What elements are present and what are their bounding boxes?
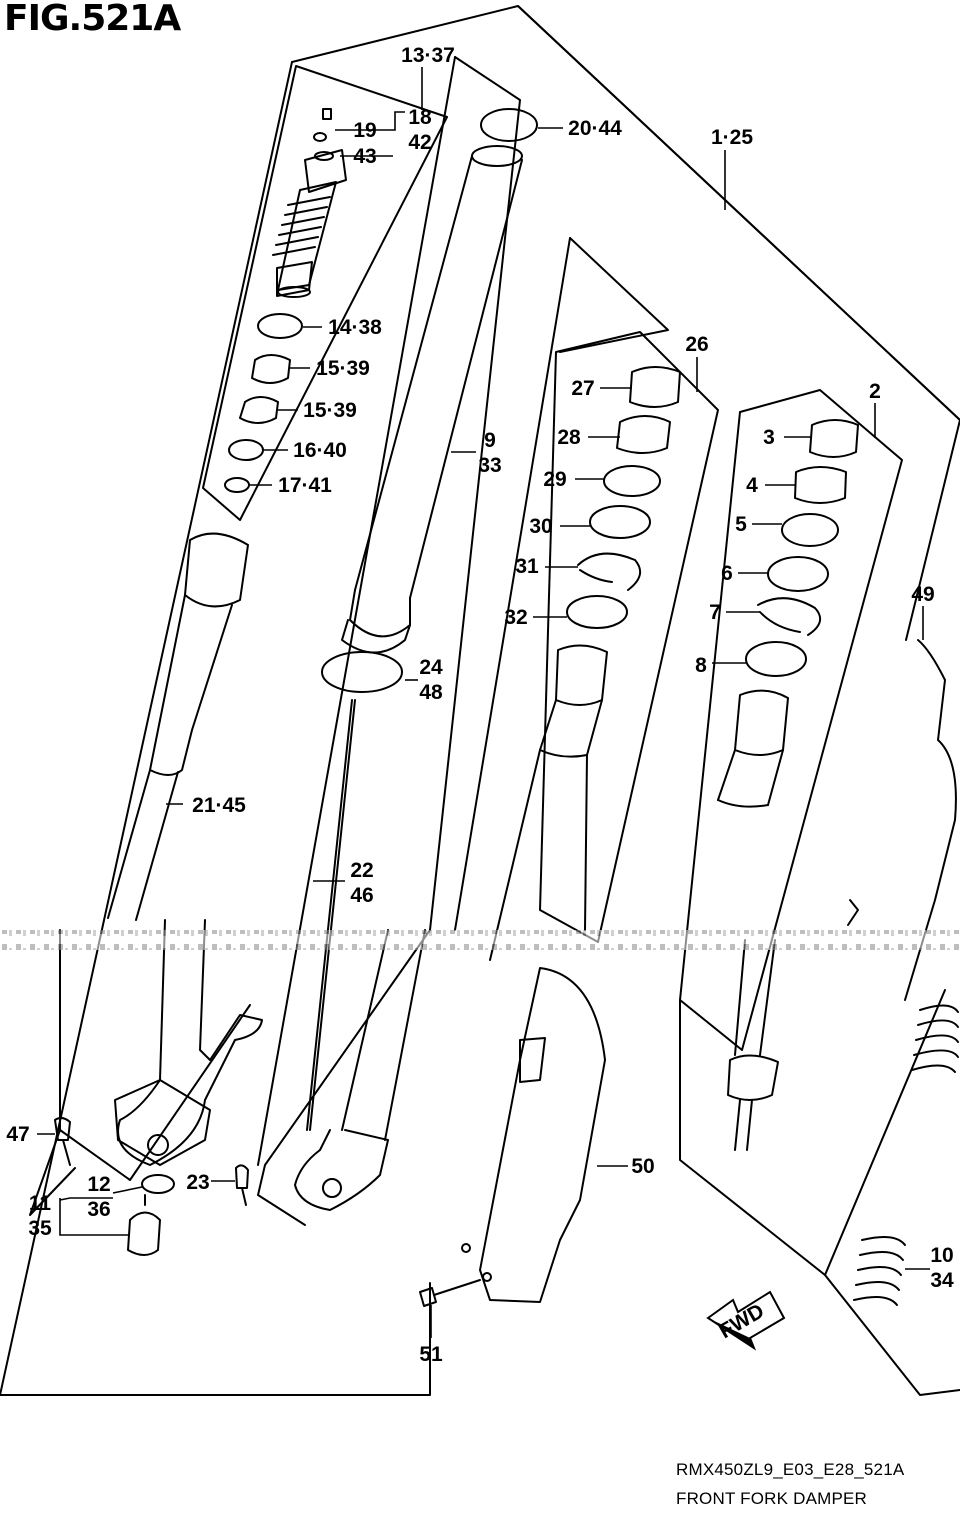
fork-tube-9 (341, 145, 523, 654)
callout-c11-line-1: 35 (28, 1217, 52, 1240)
callout-c5-line-0: 5 (735, 513, 747, 536)
callout-c11-line-0: 11 (29, 1192, 52, 1215)
left-assembly-box (59, 929, 251, 1181)
outer-boundary-top (291, 5, 960, 421)
part-28 (616, 415, 671, 454)
figure-name: FRONT FORK DAMPER (676, 1489, 868, 1508)
bolt-23 (235, 1164, 249, 1206)
callout-c13-line-0: 13·37 (401, 44, 455, 67)
callout-c18-line-1: 42 (408, 131, 431, 154)
callout-c50-line-0: 50 (631, 1155, 654, 1178)
callout-c27-line-0: 27 (571, 377, 594, 400)
box-right-lower (679, 989, 946, 1276)
callout-c22-line-0: 22 (350, 859, 373, 882)
plug-11 (127, 1194, 161, 1256)
callout-c26-line-0: 26 (685, 333, 708, 356)
callout-c4-line-0: 4 (746, 474, 758, 497)
callout-c7-line-0: 7 (709, 601, 721, 624)
washer-12 (141, 1174, 175, 1194)
rod-22 (309, 699, 356, 1131)
callout-c6-line-0: 6 (721, 562, 733, 585)
part-6 (767, 556, 829, 592)
callout-c9-line-1: 33 (478, 454, 501, 477)
damper-tube-21 (107, 532, 263, 1166)
guard-49 (904, 639, 957, 1001)
callout-c14-line-0: 14·38 (328, 316, 382, 339)
ring-20 (480, 108, 538, 142)
part-27 (629, 366, 681, 408)
callout-c19-line-0: 19 (353, 119, 376, 142)
box-middle (559, 237, 669, 353)
callout-c17-line-0: 17·41 (278, 474, 332, 497)
callout-c9-line-0: 9 (484, 429, 496, 452)
damper-right (717, 689, 789, 1151)
callout-c47-line-0: 47 (6, 1123, 29, 1146)
part-4 (794, 466, 847, 504)
callout-c16-line-0: 16·40 (293, 439, 347, 462)
spring-upper (911, 1004, 959, 1073)
callout-c12-line-0: 12 (87, 1173, 110, 1196)
callout-c15b-line-0: 15·39 (303, 399, 357, 422)
callout-c23-line-0: 23 (186, 1171, 209, 1194)
cap-group-box (202, 65, 448, 521)
box-2 (679, 389, 903, 1051)
ring-16 (228, 439, 264, 461)
part-3 (809, 419, 859, 458)
part-32 (566, 595, 628, 629)
callout-c24-line-1: 48 (419, 681, 443, 704)
part-30 (589, 505, 651, 539)
outer-boundary-left (0, 61, 293, 1396)
callout-c10-line-0: 10 (930, 1244, 953, 1267)
ring-17 (224, 477, 250, 493)
callout-c1-line-0: 1·25 (711, 126, 753, 149)
bolt-47 (54, 1116, 71, 1166)
part-7 (757, 597, 822, 636)
outer-boundary (19, 1282, 431, 1396)
ring-15b (239, 396, 279, 424)
callout-c22-line-1: 46 (350, 884, 373, 907)
damper-middle (489, 644, 608, 961)
box-26 (539, 331, 719, 943)
guard-50 (479, 967, 606, 1303)
part-31 (577, 552, 642, 591)
bolt-51 (419, 1279, 481, 1307)
figure-code: RMX450ZL9_E03_E28_521A (676, 1460, 905, 1479)
callout-c8-line-0: 8 (695, 654, 707, 677)
cap-assembly (272, 108, 347, 298)
fwd-arrow-icon: FWD (706, 1290, 786, 1351)
tube-box-edge (257, 56, 521, 1226)
callout-c28-line-0: 28 (557, 426, 581, 449)
part-5 (781, 513, 839, 547)
callout-c43-line-0: 43 (353, 145, 376, 168)
oring-24 (321, 651, 403, 693)
ring-15a (251, 354, 291, 384)
callout-c12-line-1: 36 (87, 1198, 110, 1221)
ring-14 (257, 313, 303, 339)
part-8 (745, 641, 807, 677)
figure-title: FIG.521A (4, 0, 181, 39)
callout-c21-line-0: 21·45 (192, 794, 246, 817)
callout-c3-line-0: 3 (763, 426, 775, 449)
callout-c31-line-0: 31 (515, 555, 539, 578)
callout-c51-line-0: 51 (419, 1343, 443, 1366)
scan-artifact-band (0, 930, 960, 950)
callout-c20-line-0: 20·44 (568, 117, 622, 140)
part-29 (603, 465, 661, 497)
spring-10 (853, 1235, 906, 1306)
left-axle-bracket (114, 1079, 211, 1166)
right-axle-bracket (294, 929, 426, 1211)
callout-c32-line-0: 32 (504, 606, 527, 629)
callout-c30-line-0: 30 (529, 515, 552, 538)
callout-c10-line-1: 34 (930, 1269, 954, 1292)
callout-c24-line-0: 24 (419, 656, 443, 679)
callout-c18-line-0: 18 (408, 106, 432, 129)
callout-c49-line-0: 49 (911, 583, 934, 606)
callout-c29-line-0: 29 (543, 468, 566, 491)
callout-c2-line-0: 2 (869, 380, 881, 403)
callout-c15a-line-0: 15·39 (316, 357, 370, 380)
